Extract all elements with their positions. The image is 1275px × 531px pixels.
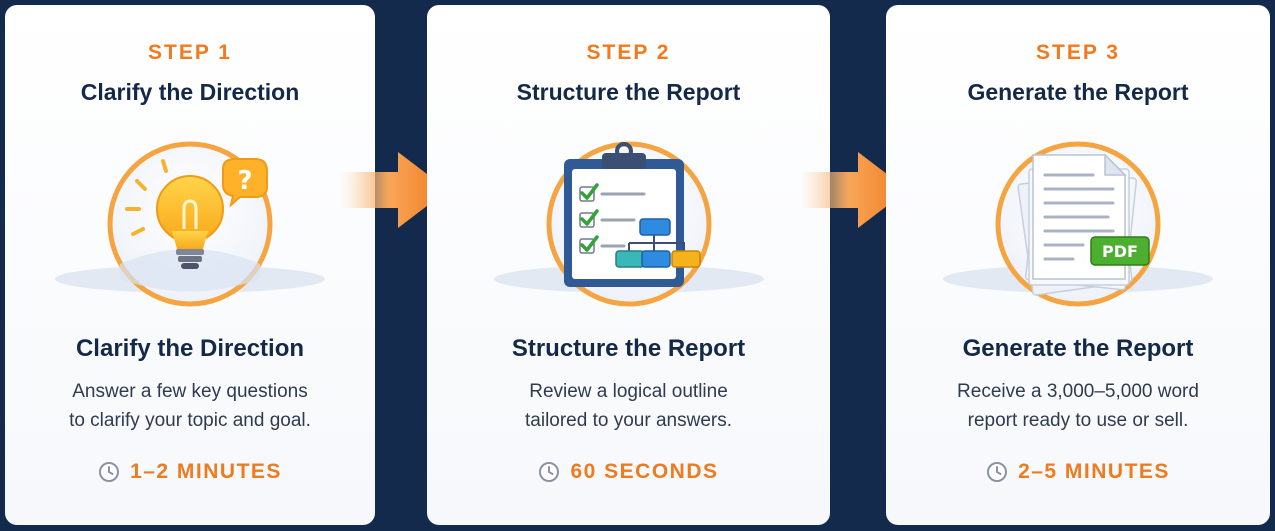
card-description: Answer a few key questions to clarify yo… bbox=[25, 377, 355, 435]
step-card-3: STEP 3 Generate the Report bbox=[886, 5, 1270, 525]
clipboard-outline-icon bbox=[484, 139, 774, 314]
step-title: Generate the Report bbox=[967, 79, 1189, 105]
description-line: to clarify your topic and goal. bbox=[69, 410, 311, 431]
clock-icon bbox=[99, 462, 120, 482]
duration: 2–5 MINUTES bbox=[886, 460, 1270, 484]
step-title: Clarify the Direction bbox=[80, 79, 300, 105]
card-heading: Generate the Report bbox=[962, 335, 1194, 362]
step-card-1: STEP 1 Clarify the Direction bbox=[5, 5, 375, 525]
clock-icon bbox=[539, 462, 560, 482]
step-label: STEP 1 bbox=[148, 41, 232, 64]
pdf-document-icon: PDF bbox=[933, 139, 1223, 314]
description-line: Answer a few key questions bbox=[72, 381, 308, 402]
duration-text: 2–5 MINUTES bbox=[1018, 460, 1170, 483]
step-label: STEP 3 bbox=[1036, 41, 1120, 64]
step-label: STEP 2 bbox=[586, 41, 671, 64]
card-heading: Structure the Report bbox=[511, 335, 746, 362]
duration-text: 60 SECONDS bbox=[570, 460, 719, 483]
arrow-right-icon bbox=[800, 150, 912, 230]
card-description: Review a logical outline tailored to you… bbox=[447, 377, 810, 435]
description-line: Receive a 3,000–5,000 word bbox=[957, 381, 1199, 402]
clock-icon bbox=[987, 462, 1008, 482]
description-line: tailored to your answers. bbox=[525, 410, 732, 431]
card-heading: Clarify the Direction bbox=[75, 335, 305, 362]
duration: 60 SECONDS bbox=[427, 460, 830, 484]
arrow-right-icon bbox=[340, 150, 452, 230]
duration: 1–2 MINUTES bbox=[5, 460, 375, 484]
pdf-badge: PDF bbox=[1102, 242, 1138, 261]
card-description: Receive a 3,000–5,000 word report ready … bbox=[906, 377, 1250, 435]
step-card-2: STEP 2 Structure the Report bbox=[427, 5, 830, 525]
duration-text: 1–2 MINUTES bbox=[130, 460, 282, 483]
description-line: report ready to use or sell. bbox=[967, 410, 1189, 431]
step-title: Structure the Report bbox=[516, 79, 741, 105]
description-line: Review a logical outline bbox=[529, 381, 728, 402]
svg-text:?: ? bbox=[237, 166, 252, 196]
lightbulb-icon: ? bbox=[45, 139, 335, 314]
